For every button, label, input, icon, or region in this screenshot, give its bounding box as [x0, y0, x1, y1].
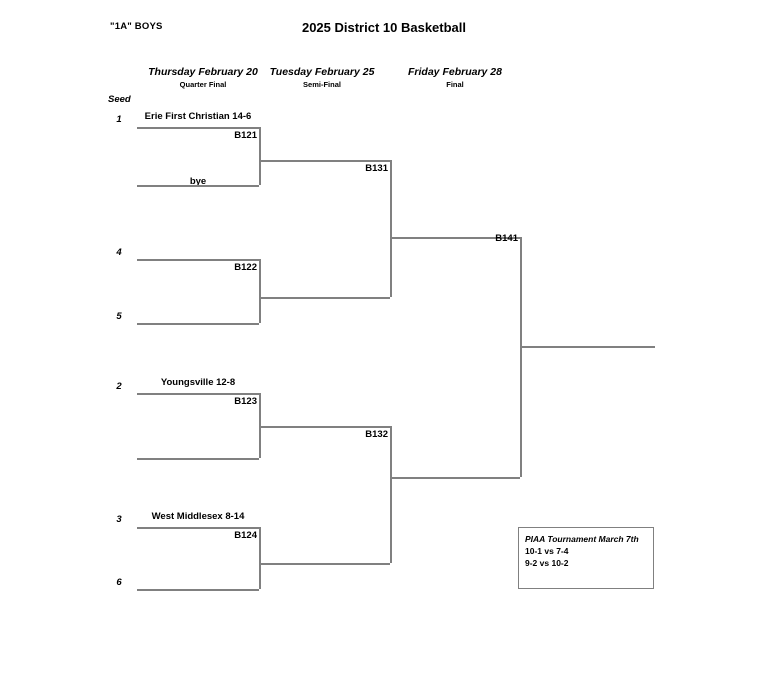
team-name-seed-3: West Middlesex 8-14: [151, 511, 245, 522]
game-code-b123: B123: [234, 396, 257, 407]
bracket-connector-b123: [259, 393, 261, 458]
piaa-tournament-box: PIAA Tournament March 7th 10-1 vs 7-4 9-…: [518, 527, 654, 589]
seed-column-header: Seed: [108, 94, 131, 105]
seed-number-4: 4: [116, 247, 122, 258]
game-code-b122: B122: [234, 262, 257, 273]
champion-line: [520, 346, 655, 348]
round-date-final: Friday February 28: [408, 66, 502, 78]
team-line-seed-2: [137, 393, 259, 395]
bracket-connector-b124: [259, 527, 261, 589]
team-name-seed-2: Youngsville 12-8: [160, 377, 236, 388]
game-code-b121: B121: [234, 130, 257, 141]
bracket-connector-b122: [259, 259, 261, 323]
seed-number-3: 3: [116, 514, 122, 525]
piaa-matchup-1: 10-1 vs 7-4: [525, 546, 569, 556]
bracket-connector-b131: [390, 160, 392, 297]
team-line-seed-6: [137, 589, 259, 591]
round-date-quarterfinal: Thursday February 20: [148, 66, 258, 78]
team-line-seed-5: [137, 323, 259, 325]
page-title: 2025 District 10 Basketball: [301, 20, 467, 35]
game-code-b124: B124: [234, 530, 257, 541]
team-line-seed-3: [137, 527, 259, 529]
round-header-quarterfinal: Thursday February 20 Quarter Final: [113, 66, 293, 91]
team-line-b123-bottom: [137, 458, 259, 460]
game-code-b131: B131: [365, 163, 388, 174]
semifinal-feed-line-b122: [259, 297, 390, 299]
bracket-connector-b141: [520, 237, 522, 477]
team-line-seed-1: [137, 127, 259, 129]
semifinal-feed-line-b124: [259, 563, 390, 565]
game-code-b132: B132: [365, 429, 388, 440]
round-header-semifinal: Tuesday February 25 Semi-Final: [232, 66, 412, 91]
game-code-b141: B141: [495, 233, 518, 244]
round-date-semifinal: Tuesday February 25: [269, 66, 375, 78]
team-line-bye: [137, 185, 259, 187]
semifinal-feed-line-b121: [259, 160, 390, 162]
seed-number-5: 5: [116, 311, 122, 322]
final-feed-line-b131: [390, 237, 520, 239]
category-label: "1A" BOYS: [110, 21, 163, 32]
round-name-final: Final: [446, 80, 464, 89]
seed-number-6: 6: [116, 577, 122, 588]
final-feed-line-b132: [390, 477, 520, 479]
team-name-bye: bye: [189, 176, 207, 187]
round-name-quarterfinal: Quarter Final: [179, 80, 227, 89]
bracket-connector-b121: [259, 127, 261, 185]
piaa-matchup-2: 9-2 vs 10-2: [525, 558, 569, 568]
team-line-seed-4: [137, 259, 259, 261]
round-name-semifinal: Semi-Final: [303, 80, 341, 89]
team-name-seed-1: Erie First Christian 14-6: [144, 111, 252, 122]
round-header-final: Friday February 28 Final: [365, 66, 545, 91]
bracket-connector-b132: [390, 426, 392, 563]
seed-number-2: 2: [116, 381, 122, 392]
semifinal-feed-line-b123: [259, 426, 390, 428]
seed-number-1: 1: [116, 114, 122, 125]
piaa-title: PIAA Tournament March 7th: [525, 534, 639, 544]
